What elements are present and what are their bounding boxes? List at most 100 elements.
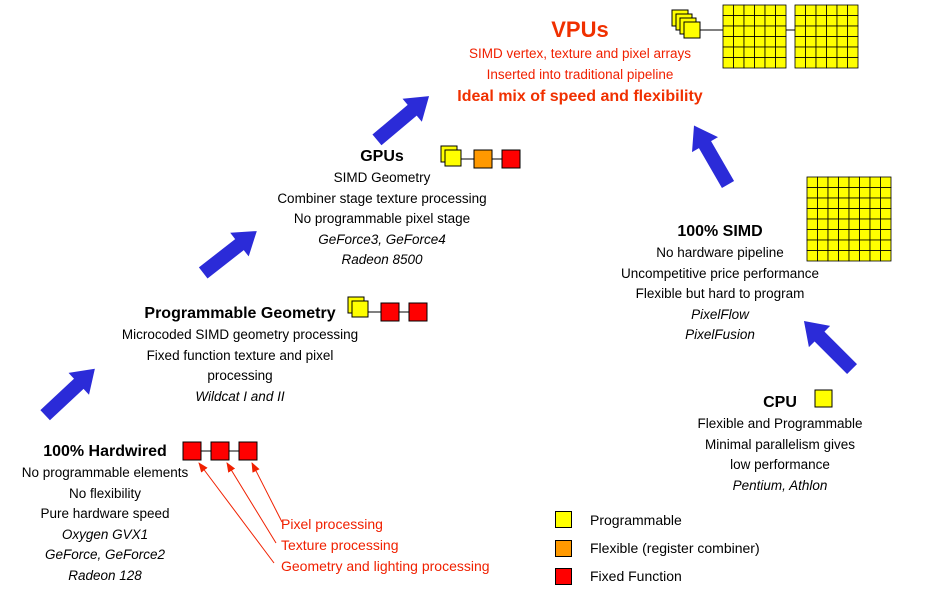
stage-pointer-arrows xyxy=(198,462,283,564)
vpu-array-b-cell xyxy=(836,15,848,27)
vpu-array-b-cell xyxy=(805,15,817,27)
simd-array-cell xyxy=(848,250,860,262)
simd-array-cell xyxy=(817,176,829,188)
vpu-array-a-cell xyxy=(743,25,755,37)
simd-array-cell xyxy=(838,229,850,241)
simd-array-cell xyxy=(838,250,850,262)
stage-label-geometry: Geometry and lighting processing xyxy=(281,558,490,574)
vpu-array-b-cell xyxy=(805,25,817,37)
progeom-block: Programmable Geometry Microcoded SIMD ge… xyxy=(108,303,372,407)
vpu-array-a-cell xyxy=(764,15,776,27)
cpu-block: CPU Flexible and Programmable Minimal pa… xyxy=(660,392,900,496)
vpu-array-a-cell xyxy=(754,46,766,58)
simd-array-cell xyxy=(869,229,881,241)
gpus-line4: GeForce3, GeForce4 xyxy=(318,231,446,247)
gpus-line2: Combiner stage texture processing xyxy=(277,190,487,206)
simd-array-cell xyxy=(848,239,860,251)
vpu-array-b-cell xyxy=(826,15,838,27)
simd-array-cell xyxy=(806,197,818,209)
progeom-title: Programmable Geometry xyxy=(144,305,336,322)
vpu-array-b-cell xyxy=(815,4,827,16)
vpu-array-b-cell xyxy=(836,4,848,16)
hardwired-pipeline-icon xyxy=(182,441,258,461)
arrow-gpus-to-vpus xyxy=(372,96,430,146)
vpu-array-a-cell xyxy=(733,46,745,58)
simd-array-cell xyxy=(817,187,829,199)
progeom-pipeline-icon xyxy=(347,296,428,322)
legend-fixed-label: Fixed Function xyxy=(590,568,682,584)
vpu-array-b-cell xyxy=(847,36,859,48)
simd-array-cell xyxy=(848,218,860,230)
simd-array-cell xyxy=(838,187,850,199)
vpus-block: VPUs SIMD vertex, texture and pixel arra… xyxy=(430,16,730,109)
hardwired-line4: Oxygen GVX1 xyxy=(61,526,149,542)
gpus-line1: SIMD Geometry xyxy=(333,170,431,185)
simd-array-cell xyxy=(827,208,839,220)
cpu-line1: Flexible and Programmable xyxy=(697,416,863,431)
vpu-array-a-cell xyxy=(764,46,776,58)
simd-array-cell xyxy=(848,176,860,188)
gpu-pipeline-icon xyxy=(440,145,521,169)
vpu-array-b-cell xyxy=(836,46,848,58)
simd-array-cell xyxy=(838,239,850,251)
vpu-array-a-cell xyxy=(733,25,745,37)
vpus-title: VPUs xyxy=(551,17,609,42)
vpu-array-a-cell xyxy=(764,4,776,16)
hardwired-line2: No flexibility xyxy=(68,485,142,501)
vpu-array-a-cell xyxy=(733,57,745,69)
simd-array-cell xyxy=(838,197,850,209)
vpu-array-b-cell xyxy=(847,4,859,16)
vpu-array-b-cell xyxy=(794,25,806,37)
simd-array-cell xyxy=(859,197,871,209)
vpu-array-a-cell xyxy=(754,15,766,27)
simd-array-cell xyxy=(838,176,850,188)
simd-array-cell xyxy=(859,208,871,220)
vpu-array-a-cell xyxy=(743,15,755,27)
vpu-array-a-cell xyxy=(743,4,755,16)
simd-array-cell xyxy=(880,208,892,220)
simd-array-cell xyxy=(848,229,860,241)
simd-array-cell xyxy=(880,250,892,262)
vpus-line3: Ideal mix of speed and flexibility xyxy=(457,88,703,105)
simd-array-cell xyxy=(838,218,850,230)
vpu-array-b-cell xyxy=(826,46,838,58)
gpus-title: GPUs xyxy=(360,148,404,165)
simd-array-cell xyxy=(848,187,860,199)
vpu-array-b-cell xyxy=(805,57,817,69)
vpus-line1: SIMD vertex, texture and pixel arrays xyxy=(468,46,692,61)
vpu-array-a-cell xyxy=(764,36,776,48)
vpu-array-b-cell xyxy=(805,36,817,48)
simd-array-cell xyxy=(880,187,892,199)
simd-array-cell xyxy=(859,218,871,230)
simd-array-cell xyxy=(880,197,892,209)
vpu-pipeline-icon xyxy=(671,4,859,69)
vpu-array-a-cell xyxy=(754,57,766,69)
vpu-array-a-cell xyxy=(754,25,766,37)
gpus-block: GPUs SIMD Geometry Combiner stage textur… xyxy=(262,146,502,271)
simd-array-cell xyxy=(859,229,871,241)
stage-label-texture: Texture processing xyxy=(281,537,399,553)
vpu-array-a-cell xyxy=(775,25,787,37)
progeom-line4: Wildcat I and II xyxy=(195,388,285,404)
vpu-array-b-cell xyxy=(847,57,859,69)
vpu-array-b-cell xyxy=(794,36,806,48)
simd-array-cell xyxy=(869,187,881,199)
vpu-array-b-cell xyxy=(794,4,806,16)
arrow-cpu-to-simd xyxy=(803,320,857,374)
vpu-array-b-cell xyxy=(836,36,848,48)
simd-array-cell xyxy=(869,176,881,188)
simd-array-cell xyxy=(806,176,818,188)
simd-array-cell xyxy=(880,229,892,241)
simd-array-cell xyxy=(859,250,871,262)
hardwired-line5: GeForce, GeForce2 xyxy=(44,547,166,562)
simd-array-cell xyxy=(827,197,839,209)
simd-array-cell xyxy=(817,197,829,209)
simd-array-cell xyxy=(869,239,881,251)
simd-array-icon xyxy=(806,176,892,262)
simd-array-cell xyxy=(859,187,871,199)
simd-array-cell xyxy=(880,176,892,188)
simd-array-cell xyxy=(859,239,871,251)
vpu-array-b-cell xyxy=(815,15,827,27)
gpus-line5: Radeon 8500 xyxy=(341,252,423,267)
